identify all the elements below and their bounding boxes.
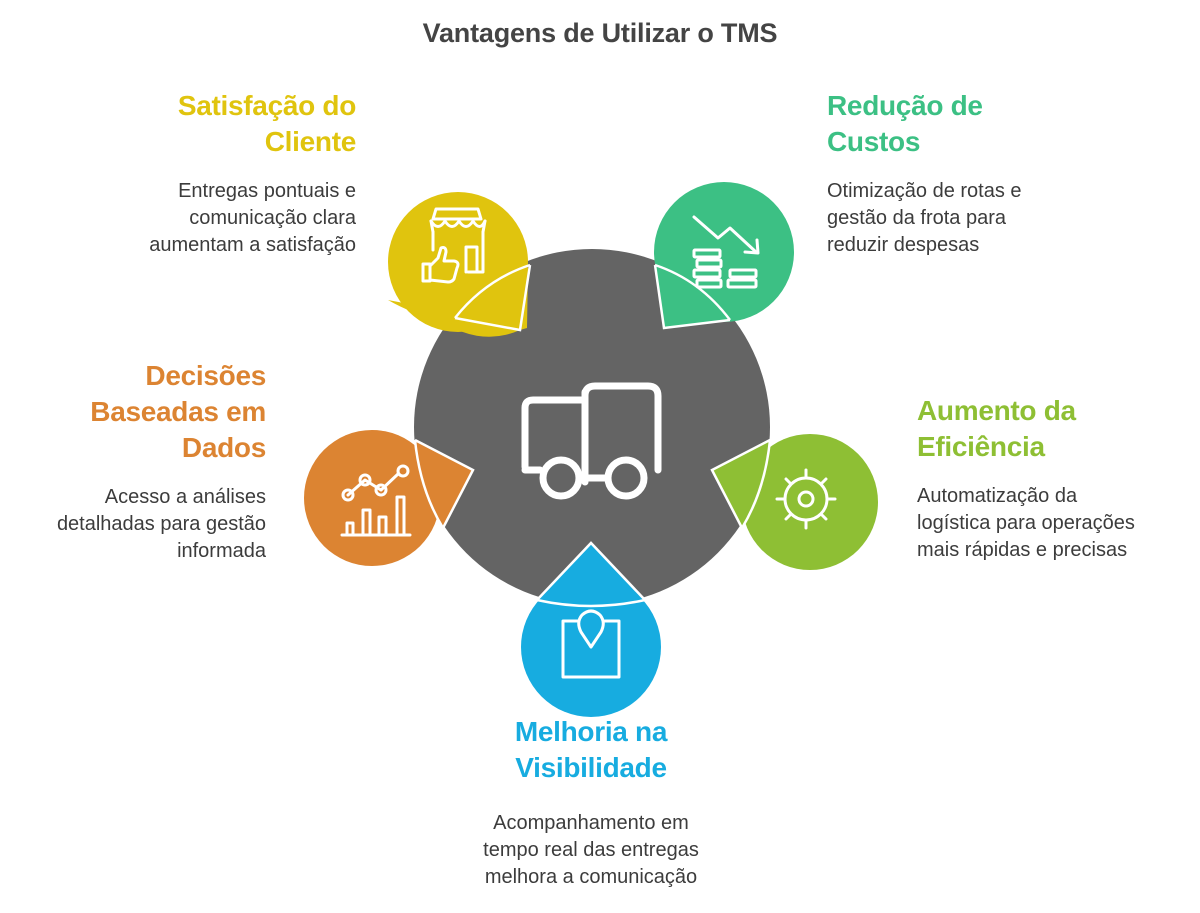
item-custos: Redução de Custos Otimização de rotas e … [827,88,1087,259]
diagram-title: Vantagens de Utilizar o TMS [422,18,778,48]
item-satisfacao-desc: Entregas pontuais e comunicação clara au… [149,180,356,256]
petal-custos [653,182,794,330]
cost-down-coins-icon [692,215,760,289]
item-custos-title: Redução de Custos [827,90,983,157]
item-eficiencia: Aumento da Eficiência Automatização da l… [917,393,1187,564]
gear-sun-icon [775,468,837,530]
item-visibilidade-title: Melhoria na Visibilidade [514,716,668,783]
petal-decisoes [304,430,475,566]
petal-eficiencia [710,434,878,570]
item-satisfacao: Satisfação do Cliente Entregas pontuais … [110,88,356,259]
location-pin-tracking-icon [561,609,621,679]
item-satisfacao-title: Satisfação do Cliente [177,90,356,157]
item-visibilidade-desc: Acompanhamento em tempo real das entrega… [483,812,699,888]
center-circle [414,249,770,605]
item-visibilidade: Melhoria na Visibilidade Acompanhamento … [440,714,742,891]
item-decisoes-title: Decisões Baseadas em Dados [90,360,266,463]
item-decisoes-desc: Acesso a análises detalhadas para gestão… [56,486,266,562]
item-eficiencia-title: Aumento da Eficiência [917,395,1076,462]
item-custos-desc: Otimização de rotas e gestão da frota pa… [827,180,1022,256]
storefront-thumbs-up-icon [421,207,487,284]
item-eficiencia-desc: Automatização da logística para operaçõe… [917,485,1135,561]
truck-icon [521,382,662,500]
item-decisoes: Decisões Baseadas em Dados Acesso a anál… [40,358,266,565]
analytics-chart-icon [340,464,412,537]
